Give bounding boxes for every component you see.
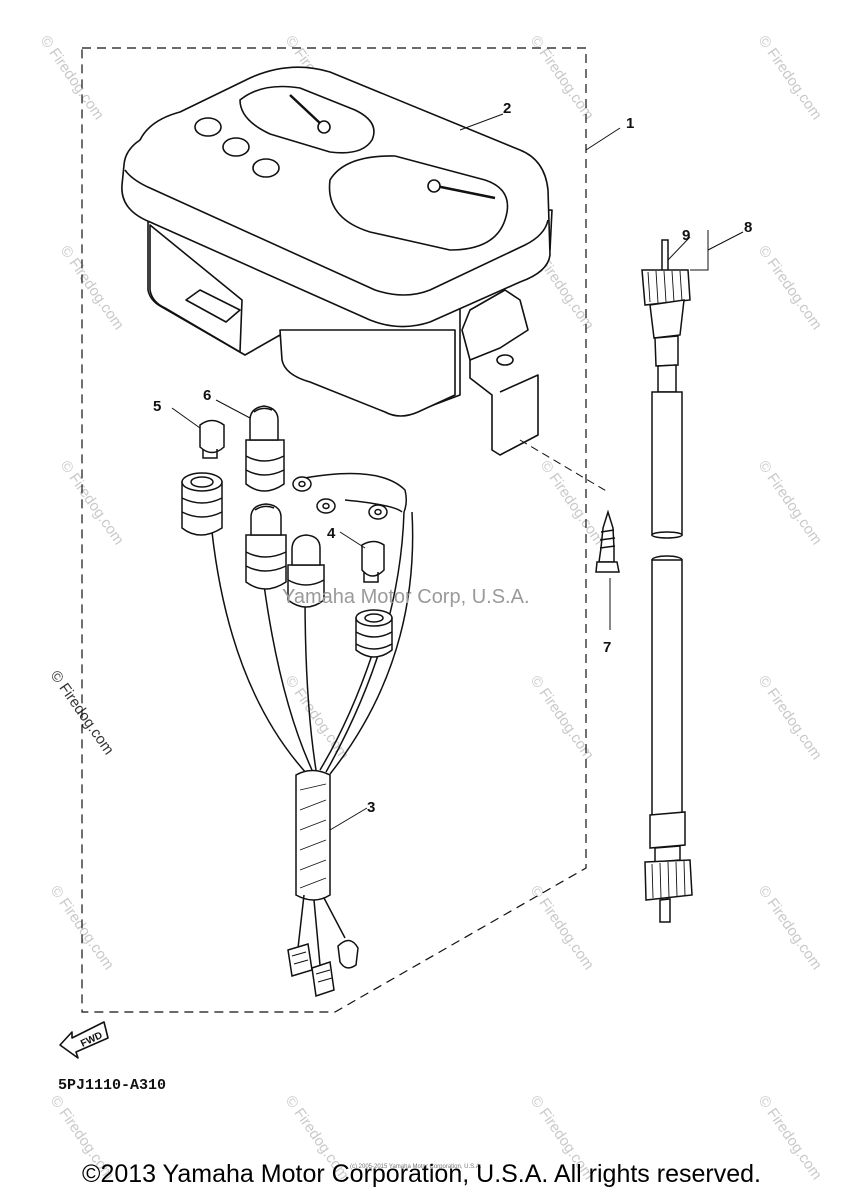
watermark: © Firedog.com xyxy=(755,673,825,764)
callout-5: 5 xyxy=(153,398,161,415)
watermark: © Firedog.com xyxy=(755,883,825,974)
watermark: © Firedog.com xyxy=(527,33,597,124)
watermark: © Firedog.com xyxy=(755,458,825,549)
watermark: © Firedog.com xyxy=(57,458,127,549)
callout-1: 1 xyxy=(626,115,634,132)
copyright-footer: ©2013 Yamaha Motor Corporation, U.S.A. A… xyxy=(82,1160,761,1188)
callout-4: 4 xyxy=(327,525,336,542)
center-watermark: Yamaha Motor Corp, U.S.A. xyxy=(282,586,530,608)
fwd-arrow-icon: FWD xyxy=(59,1021,109,1059)
part-code: 5PJ1110-A310 xyxy=(58,1077,166,1094)
bracket-leader xyxy=(519,439,609,493)
callout-7: 7 xyxy=(603,639,611,656)
callout-3: 3 xyxy=(367,799,375,816)
callout-9: 9 xyxy=(682,227,690,244)
meter-assembly xyxy=(121,66,553,456)
callout-8: 8 xyxy=(744,219,752,236)
wire-harness xyxy=(181,405,414,997)
leader-lines xyxy=(171,113,744,831)
speedometer-cable xyxy=(641,239,693,923)
watermark: © Firedog.com xyxy=(527,673,597,764)
watermark: © Firedog.com xyxy=(537,458,607,549)
watermark: © Firedog.com xyxy=(57,243,127,334)
callout-2: 2 xyxy=(503,100,511,117)
screw xyxy=(595,509,620,573)
assembly-boundary xyxy=(81,47,587,1013)
callouts: 1 2 3 4 5 6 7 8 9 xyxy=(153,100,752,816)
callout-6: 6 xyxy=(203,387,211,404)
watermark: © Firedog.com xyxy=(755,33,825,124)
tiny-copyright: (c) 2005-2015 Yamaha Motor Corporation, … xyxy=(350,1164,482,1170)
watermark: © Firedog.com xyxy=(755,243,825,334)
watermark: © Firedog.com xyxy=(37,33,107,124)
